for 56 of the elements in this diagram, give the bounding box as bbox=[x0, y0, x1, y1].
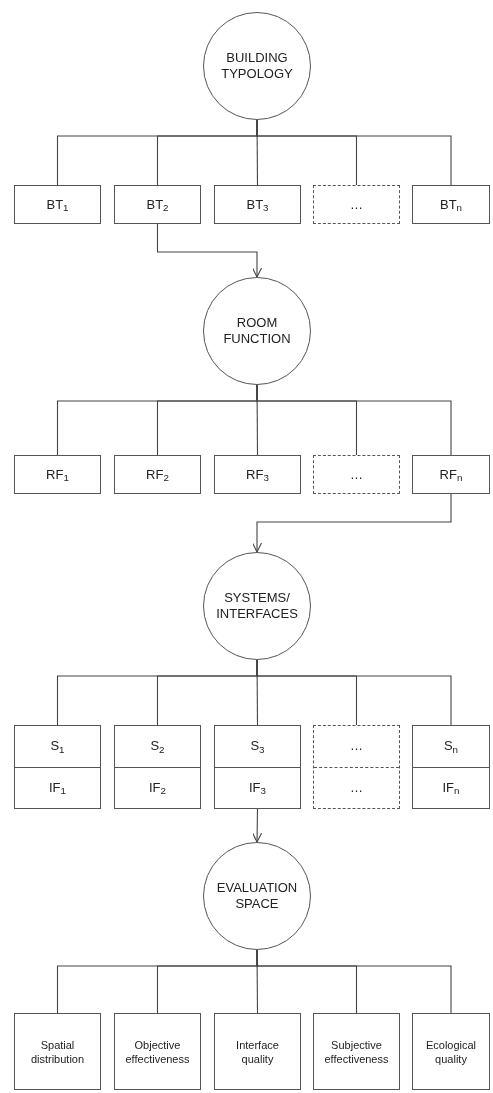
arrow bbox=[252, 808, 263, 843]
node-label: BT$_{n}$ bbox=[439, 196, 463, 213]
criterion-box bbox=[313, 1013, 400, 1090]
criterion-box bbox=[412, 1013, 490, 1090]
item-box bbox=[214, 455, 301, 494]
node-label: IF$_{3}$ bbox=[249, 779, 266, 796]
node-label: … bbox=[350, 466, 363, 483]
connector-line bbox=[256, 384, 452, 456]
node-label: S$_{1}$ bbox=[50, 738, 65, 755]
criterion-box bbox=[14, 1013, 101, 1090]
item-box bbox=[412, 185, 490, 224]
node-label: RF$_{1}$ bbox=[46, 466, 69, 483]
connector-line bbox=[256, 949, 452, 1014]
node-label: IF$_{2}$ bbox=[149, 779, 166, 796]
item-box bbox=[412, 455, 490, 494]
node-label: BT$_{3}$ bbox=[246, 196, 269, 213]
node-label: Ecological quality bbox=[424, 1037, 478, 1066]
node-label: RF$_{2}$ bbox=[146, 466, 169, 483]
placeholder-box bbox=[313, 455, 400, 494]
node-label: … bbox=[350, 738, 363, 755]
connector-line bbox=[256, 659, 452, 726]
node-label: BT$_{1}$ bbox=[46, 196, 69, 213]
node-label: … bbox=[350, 196, 363, 213]
node-label: S$_{2}$ bbox=[150, 738, 165, 755]
node-label: BUILDING TYPOLOGY bbox=[220, 50, 294, 82]
node-label: Objective effectiveness bbox=[124, 1037, 191, 1066]
placeholder-box bbox=[313, 725, 400, 809]
node-label: Spatial distribution bbox=[29, 1037, 86, 1066]
node-label: S$_{3}$ bbox=[250, 738, 265, 755]
item-box bbox=[14, 185, 101, 224]
item-box bbox=[114, 185, 201, 224]
placeholder-box bbox=[313, 185, 400, 224]
item-box bbox=[412, 725, 490, 809]
criterion-box bbox=[214, 1013, 301, 1090]
node-label: Interface quality bbox=[235, 1037, 280, 1066]
node-label: RF$_{3}$ bbox=[246, 466, 269, 483]
node-label: ROOM FUNCTION bbox=[222, 315, 292, 347]
node-label: S$_{n}$ bbox=[443, 738, 459, 755]
node-label: EVALUATION SPACE bbox=[215, 880, 299, 912]
node-label: … bbox=[350, 779, 363, 796]
arrow bbox=[156, 223, 263, 278]
connector-line bbox=[256, 119, 452, 186]
item-box bbox=[14, 725, 101, 809]
node-label: BT$_{2}$ bbox=[146, 196, 169, 213]
node-label: IF$_{n}$ bbox=[442, 779, 460, 796]
item-box bbox=[14, 455, 101, 494]
node-label: RF$_{n}$ bbox=[439, 466, 463, 483]
node-label: IF$_{1}$ bbox=[49, 779, 66, 796]
node-label: Subjective effectiveness bbox=[323, 1037, 390, 1066]
item-box bbox=[214, 725, 301, 809]
item-box bbox=[114, 725, 201, 809]
criterion-box bbox=[114, 1013, 201, 1090]
item-box bbox=[214, 185, 301, 224]
node-label: SYSTEMS/ INTERFACES bbox=[215, 590, 299, 622]
item-box bbox=[114, 455, 201, 494]
arrow bbox=[251, 493, 452, 553]
